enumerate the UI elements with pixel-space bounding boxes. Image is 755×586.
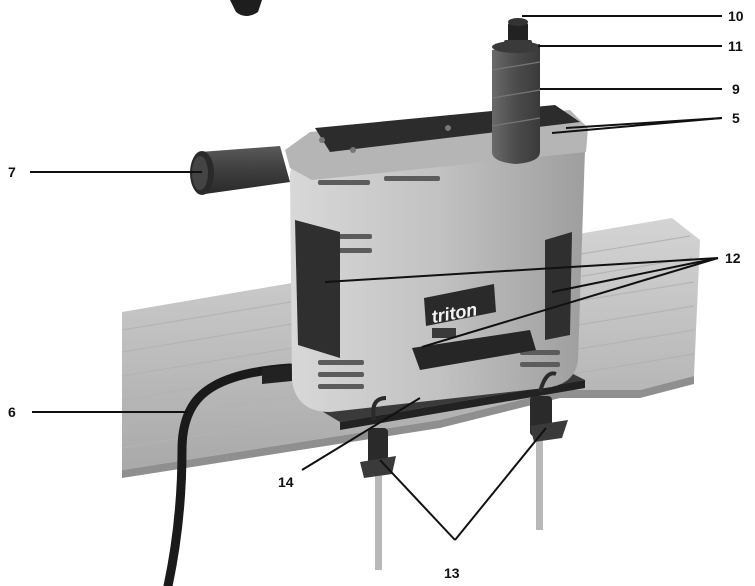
callout-10: 10 bbox=[728, 8, 744, 24]
leader-12b bbox=[551, 257, 719, 293]
clamp-left bbox=[360, 396, 396, 570]
leader-lines bbox=[30, 15, 723, 541]
leader-13b bbox=[454, 427, 547, 541]
callout-11: 11 bbox=[728, 38, 743, 54]
callout-12: 12 bbox=[725, 250, 741, 266]
leader-12c bbox=[421, 257, 719, 348]
power-switch bbox=[432, 328, 456, 338]
callout-14: 14 bbox=[278, 474, 294, 490]
front-grip bbox=[412, 330, 536, 370]
side-grip-left bbox=[295, 220, 340, 358]
callout-9: 9 bbox=[732, 81, 740, 97]
top-stub bbox=[230, 0, 262, 16]
callout-13: 13 bbox=[444, 565, 460, 581]
callout-labels: 10 11 9 5 7 12 6 14 13 bbox=[8, 8, 744, 581]
leader-5b bbox=[565, 117, 723, 129]
leader-12a bbox=[324, 257, 719, 283]
side-grip-right bbox=[545, 232, 572, 340]
callout-7: 7 bbox=[8, 164, 16, 180]
drum-nut bbox=[504, 18, 532, 48]
leader-14 bbox=[301, 397, 421, 471]
callout-6: 6 bbox=[8, 404, 16, 420]
sander-body: triton bbox=[290, 120, 585, 412]
sanding-drum bbox=[491, 41, 541, 164]
callout-5: 5 bbox=[732, 110, 740, 126]
leader-13a bbox=[379, 459, 456, 541]
dust-port bbox=[190, 146, 290, 195]
